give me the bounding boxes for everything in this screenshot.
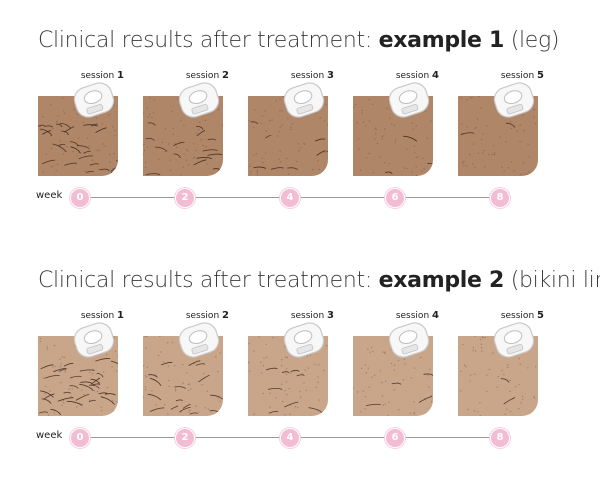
week-marker: 2	[175, 428, 195, 448]
week-timeline: week 0 2 4 6 8	[0, 180, 600, 210]
session-panel: session 1	[38, 70, 128, 180]
week-timeline: week 0 2 4 6 8	[0, 420, 600, 450]
session-panel: session 4	[353, 310, 443, 420]
epilator-device-icon	[387, 82, 431, 120]
example-2-section: Clinical results after treatment: exampl…	[0, 268, 600, 478]
session-panel: session 1	[38, 310, 128, 420]
session-panel: session 5	[458, 70, 548, 180]
week-marker: 0	[70, 428, 90, 448]
week-marker: 8	[490, 428, 510, 448]
week-marker: 8	[490, 188, 510, 208]
epilator-device-icon	[177, 82, 221, 120]
week-marker: 4	[280, 188, 300, 208]
example-1-title: Clinical results after treatment: exampl…	[38, 28, 560, 53]
session-panel: session 2	[143, 70, 233, 180]
session-label: session 5	[500, 70, 544, 81]
session-label: session 5	[500, 310, 544, 321]
week-marker: 4	[280, 428, 300, 448]
session-panel: session 3	[248, 310, 338, 420]
week-marker: 0	[70, 188, 90, 208]
epilator-device-icon	[72, 322, 116, 360]
session-label: session 3	[290, 310, 334, 321]
epilator-device-icon	[492, 322, 536, 360]
session-panel: session 5	[458, 310, 548, 420]
session-label: session 1	[80, 310, 124, 321]
session-panel: session 3	[248, 70, 338, 180]
example-2-title: Clinical results after treatment: exampl…	[38, 268, 600, 293]
session-label: session 4	[395, 310, 439, 321]
epilator-device-icon	[492, 82, 536, 120]
week-marker: 6	[385, 428, 405, 448]
epilator-device-icon	[177, 322, 221, 360]
epilator-device-icon	[72, 82, 116, 120]
example-1-section: Clinical results after treatment: exampl…	[0, 28, 600, 238]
week-label: week	[36, 190, 63, 201]
epilator-device-icon	[387, 322, 431, 360]
session-label: session 3	[290, 70, 334, 81]
epilator-device-icon	[282, 322, 326, 360]
session-label: session 2	[185, 310, 229, 321]
session-panel: session 4	[353, 70, 443, 180]
week-marker: 6	[385, 188, 405, 208]
week-marker: 2	[175, 188, 195, 208]
session-panel: session 2	[143, 310, 233, 420]
week-label: week	[36, 430, 63, 441]
session-label: session 1	[80, 70, 124, 81]
session-label: session 4	[395, 70, 439, 81]
epilator-device-icon	[282, 82, 326, 120]
session-label: session 2	[185, 70, 229, 81]
